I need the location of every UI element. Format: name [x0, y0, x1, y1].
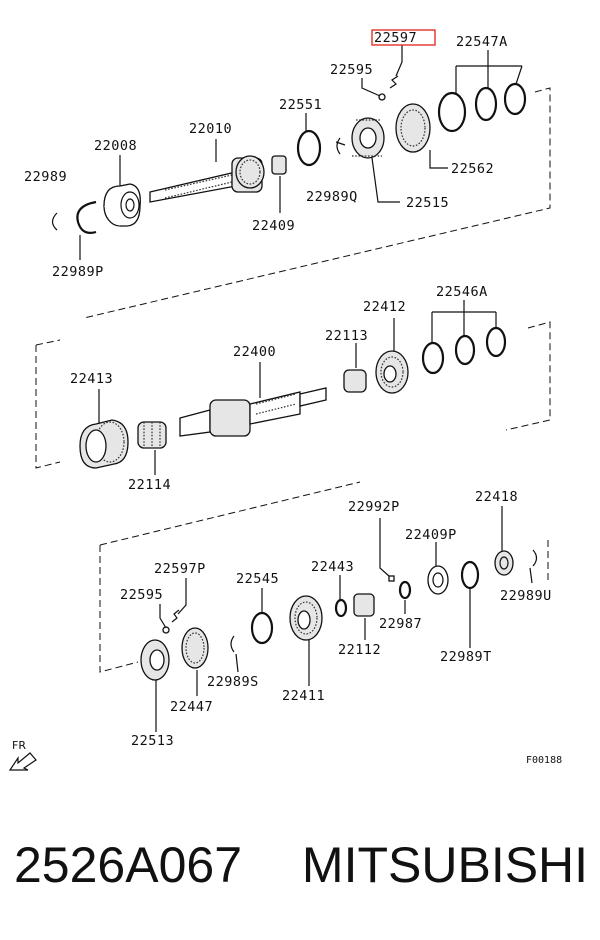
label-22562: 22562 — [451, 161, 494, 177]
circlip-22989p — [76, 200, 97, 234]
label-22513: 22513 — [131, 733, 174, 749]
label-22010: 22010 — [189, 121, 232, 137]
label-22112: 22112 — [338, 642, 381, 658]
label-22546a: 22546A — [436, 284, 488, 300]
circlip-22989t — [460, 560, 480, 590]
callout-labels: 22597 22547A 22595 22551 22010 22008 229… — [24, 30, 552, 749]
washer-22987 — [398, 580, 412, 600]
label-22597: 22597 — [374, 30, 417, 46]
label-22447: 22447 — [170, 699, 213, 715]
label-22595-lower: 22595 — [120, 587, 163, 603]
snap-ring-22989s — [230, 635, 235, 653]
label-22418: 22418 — [475, 489, 518, 505]
label-22400: 22400 — [233, 344, 276, 360]
gear-22411 — [289, 595, 323, 641]
label-22114: 22114 — [128, 477, 171, 493]
label-22113: 22113 — [325, 328, 368, 344]
label-22551: 22551 — [279, 97, 322, 113]
spring-22597p — [171, 609, 180, 623]
ball-22595 — [378, 93, 386, 101]
label-22443: 22443 — [311, 559, 354, 575]
needle-bearing-22114 — [137, 421, 167, 449]
synchro-ring-22546a-3 — [485, 326, 507, 358]
ball-22992p — [388, 575, 395, 582]
label-22989p: 22989P — [52, 264, 104, 280]
synchro-ring-22546a-1 — [421, 341, 445, 375]
label-22411: 22411 — [282, 688, 325, 704]
needle-bearing-22409 — [271, 155, 287, 175]
synchro-ring-22546a-2 — [454, 334, 476, 366]
bearing-22008 — [103, 183, 141, 227]
brand-name: MITSUBISHI — [301, 837, 589, 893]
leader-lines — [79, 45, 533, 732]
needle-bearing-22113 — [343, 369, 367, 393]
label-22989t: 22989T — [440, 649, 492, 665]
label-22989u: 22989U — [500, 588, 552, 604]
label-22989: 22989 — [24, 169, 67, 185]
section-frame-bottom — [99, 481, 549, 673]
snap-ring-22989q — [335, 137, 346, 155]
front-arrow-icon — [8, 752, 37, 771]
shaft-22010 — [149, 155, 265, 203]
synchro-ring-22547a-3 — [503, 82, 527, 116]
needle-bearing-22112 — [353, 593, 375, 617]
sync-hub-22513 — [140, 639, 170, 681]
ring-22551 — [296, 129, 322, 167]
section-frame-top — [83, 87, 551, 319]
fr-label: FR — [12, 739, 26, 752]
synchro-ring-22547a-2 — [474, 86, 498, 122]
bearing-22418 — [494, 550, 514, 576]
highlight-box-22597 — [371, 29, 436, 46]
shaft-22400 — [179, 387, 327, 437]
figure-code: F00188 — [526, 755, 562, 766]
snap-ring-22989 — [51, 212, 58, 231]
label-22008: 22008 — [94, 138, 137, 154]
section-frame-middle — [35, 321, 551, 469]
label-22515: 22515 — [406, 195, 449, 211]
spring-22597 — [389, 75, 399, 89]
label-22412: 22412 — [363, 299, 406, 315]
gear-22413 — [79, 419, 129, 469]
label-22409: 22409 — [252, 218, 295, 234]
ring-22545 — [250, 611, 274, 645]
label-22545: 22545 — [236, 571, 279, 587]
label-22597p: 22597P — [154, 561, 206, 577]
snap-ring-22989u — [532, 549, 538, 567]
synchro-ring-22547a-1 — [437, 91, 467, 133]
label-22547a: 22547A — [456, 34, 508, 50]
label-22413: 22413 — [70, 371, 113, 387]
label-22992p: 22992P — [348, 499, 400, 515]
gear-22412 — [375, 350, 409, 394]
exploded-parts-diagram: 22597 22547A 22595 22551 22010 22008 229… — [8, 29, 562, 771]
sync-hub-22515 — [351, 117, 385, 159]
washer-22443 — [334, 598, 348, 618]
label-22987: 22987 — [379, 616, 422, 632]
label-22989q: 22989Q — [306, 189, 358, 205]
label-22989s: 22989S — [207, 674, 259, 690]
bearing-22409p — [427, 565, 449, 595]
part-caption: 2526A067 MITSUBISHI — [14, 836, 594, 906]
sleeve-22562 — [395, 103, 431, 153]
sleeve-22447 — [181, 627, 209, 669]
label-22595-upper: 22595 — [330, 62, 373, 78]
label-22409p: 22409P — [405, 527, 457, 543]
part-number: 2526A067 — [14, 837, 243, 893]
